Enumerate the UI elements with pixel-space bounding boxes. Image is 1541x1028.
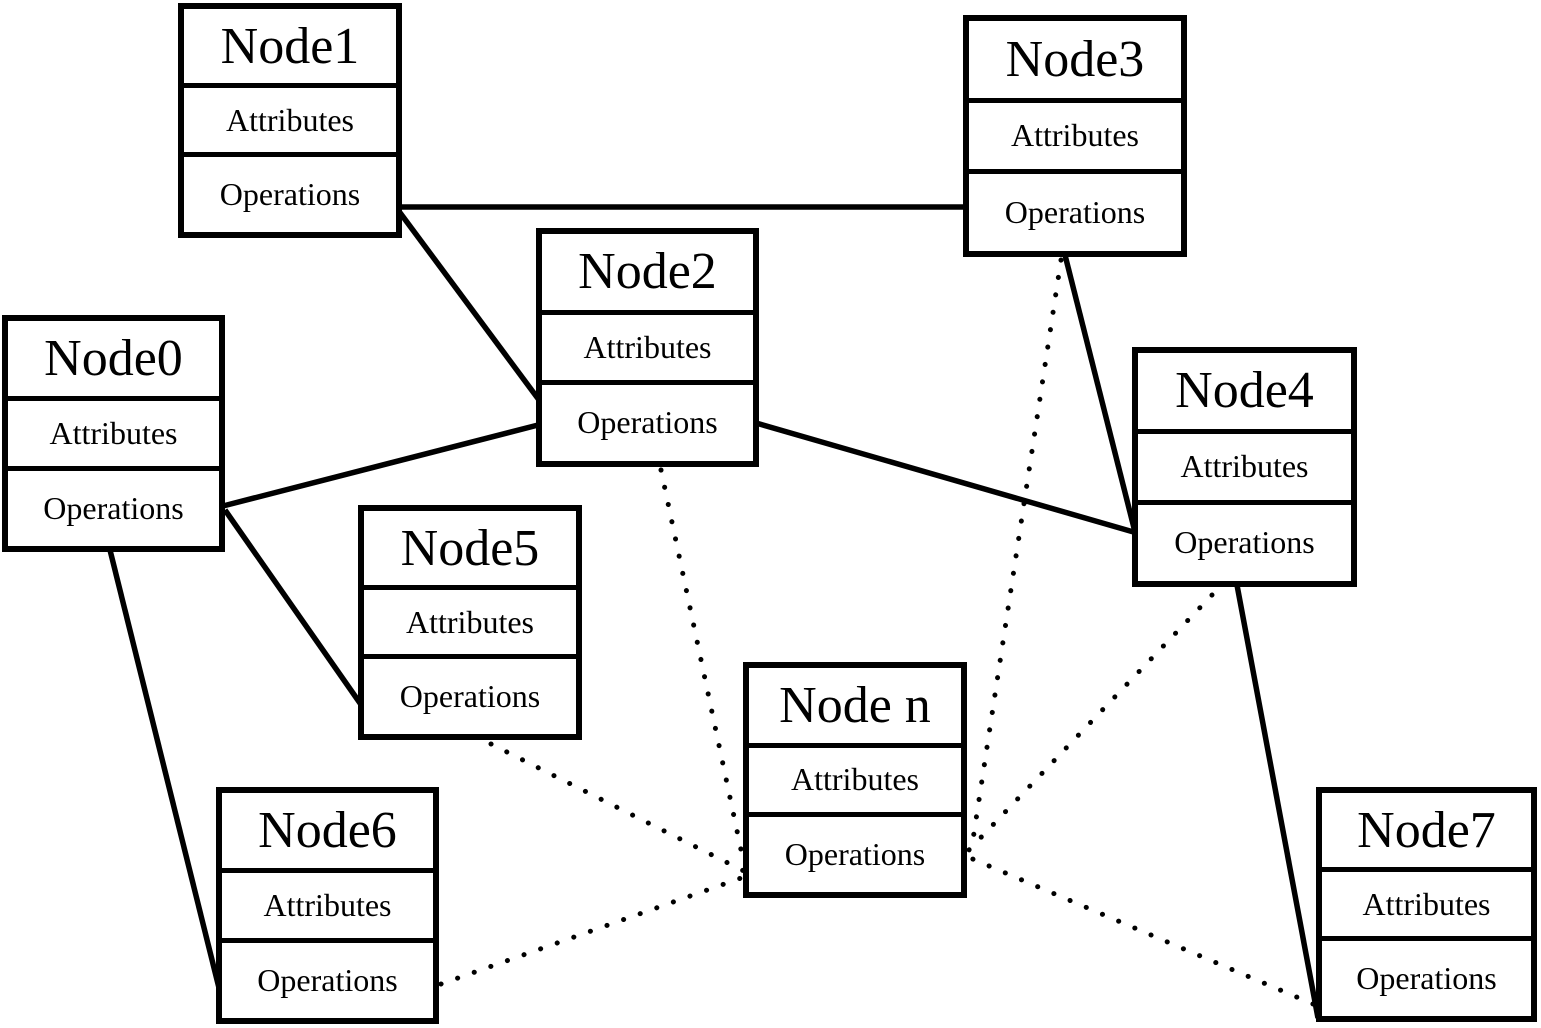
node-attributes-label: Attributes (364, 590, 576, 660)
node-title: Node5 (364, 511, 576, 591)
edge-node5-noden (488, 741, 747, 874)
class-node-node5[interactable]: Node5 Attributes Operations (358, 505, 582, 740)
node-operations-label: Operations (1004, 193, 1146, 230)
node-title: Node n (749, 668, 961, 748)
node-attributes-label: Attributes (8, 401, 219, 471)
edge-node4-node7 (1234, 584, 1321, 1019)
edge-node0-node5 (222, 508, 365, 708)
node-title: Node4 (1138, 353, 1351, 434)
class-node-node1[interactable]: Node1 Attributes Operations (178, 3, 402, 238)
edge-node2-noden (658, 467, 747, 867)
node-operations-label: Operations (219, 176, 361, 213)
node-attributes-label: Attributes (184, 88, 396, 158)
node-operations-label: Operations (399, 678, 541, 715)
node-attributes-label: Attributes (1138, 434, 1351, 505)
node-attributes-label: Attributes (1322, 872, 1531, 942)
class-node-node2[interactable]: Node2 Attributes Operations (536, 228, 759, 467)
class-node-node6[interactable]: Node6 Attributes Operations (216, 787, 439, 1024)
node-operations-label: Operations (43, 489, 184, 526)
node-title: Node1 (184, 9, 396, 89)
edge-node0-node6 (107, 549, 224, 997)
node-title: Node2 (542, 234, 753, 315)
node-title: Node3 (969, 21, 1181, 103)
node-title: Node0 (8, 321, 219, 401)
edge-node0-node2 (222, 421, 543, 509)
node-attributes-label: Attributes (969, 103, 1181, 174)
edge-node2-node4 (755, 420, 1138, 536)
node-operations-label: Operations (1174, 524, 1315, 561)
node-title: Node6 (222, 793, 433, 873)
class-node-node3[interactable]: Node3 Attributes Operations (963, 15, 1187, 257)
edge-node4-noden (965, 592, 1215, 854)
edge-node3-node4 (1062, 254, 1138, 533)
node-operations-label: Operations (257, 961, 398, 998)
edge-node6-noden (438, 874, 747, 987)
node-attributes-label: Attributes (542, 315, 753, 385)
node-operations-label: Operations (784, 835, 926, 872)
edge-node7-noden (965, 854, 1316, 1007)
node-attributes-label: Attributes (222, 873, 433, 943)
class-node-node0[interactable]: Node0 Attributes Operations (2, 315, 225, 552)
node-operations-label: Operations (577, 404, 718, 441)
class-node-node7[interactable]: Node7 Attributes Operations (1316, 787, 1537, 1022)
edge-node1-node2 (395, 208, 545, 406)
edge-node3-noden (969, 257, 1064, 849)
class-node-node4[interactable]: Node4 Attributes Operations (1132, 347, 1357, 587)
node-title: Node7 (1322, 793, 1531, 873)
node-attributes-label: Attributes (749, 748, 961, 817)
class-node-noden[interactable]: Node n Attributes Operations (743, 662, 967, 898)
node-operations-label: Operations (1356, 960, 1497, 997)
